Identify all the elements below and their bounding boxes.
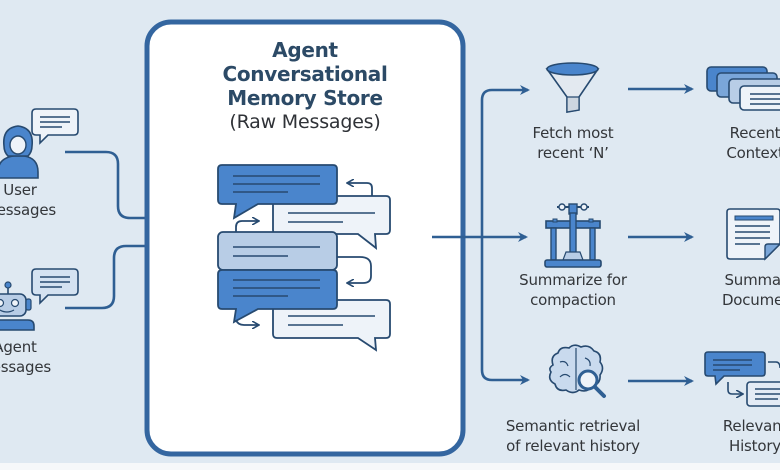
summary-document-label: Summary Document [705, 270, 780, 310]
user-label-line2: Messages [0, 201, 56, 219]
branch-to-fetch-arrow [480, 85, 530, 237]
user-to-store-arrow [65, 150, 185, 223]
linked-messages-icon [704, 351, 780, 407]
bottom-strip [0, 463, 780, 470]
semantic-label: Semantic retrieval of relevant history [493, 416, 653, 456]
store-title-line3: Memory Store [227, 86, 383, 110]
recent-context-label: Recent Context [700, 123, 780, 163]
fetch-label: Fetch most recent ‘N’ [513, 123, 633, 163]
agent-to-store-arrow [65, 241, 185, 310]
store-title-line2: Conversational [222, 62, 388, 86]
agent-label-line2: Messages [0, 358, 51, 376]
stacked-cards-icon [706, 66, 780, 111]
document-icon [726, 208, 780, 261]
recent-context-line2: Context [726, 144, 780, 162]
summarize-label: Summarize for compaction [503, 270, 643, 310]
summary-document-line1: Summary [724, 271, 780, 289]
store-title-line1: Agent [272, 38, 338, 62]
fetch-label-line1: Fetch most [532, 124, 614, 142]
relevant-history-label: Relevant History [700, 416, 780, 456]
branch-to-semantic-arrow [480, 237, 530, 385]
relevant-history-line1: Relevant [722, 417, 780, 435]
agent-speech-bubble-icon [31, 268, 79, 305]
recent-context-line1: Recent [729, 124, 780, 142]
user-speech-bubble-icon [31, 108, 79, 145]
summary-document-line2: Document [721, 291, 780, 309]
robot-icon [0, 281, 35, 331]
brain-search-icon [548, 344, 606, 398]
fetch-label-line2: recent ‘N’ [537, 144, 609, 162]
funnel-icon [545, 62, 600, 113]
summarize-label-line2: compaction [530, 291, 616, 309]
store-title: Agent Conversational Memory Store [150, 38, 460, 110]
user-label-line1: User [3, 181, 37, 199]
relevant-history-line2: History [729, 437, 780, 455]
semantic-label-line1: Semantic retrieval [505, 417, 641, 435]
store-subtitle: (Raw Messages) [229, 111, 381, 133]
message-stack-icon [217, 164, 391, 352]
agent-messages-label: Agent Messages [0, 337, 75, 377]
user-messages-label: User Messages [0, 180, 80, 220]
user-avatar-icon [0, 125, 39, 179]
summarize-label-line1: Summarize for [519, 271, 627, 289]
semantic-label-line2: of relevant history [506, 437, 640, 455]
agent-label-line1: Agent [0, 338, 37, 356]
press-icon [544, 203, 602, 268]
